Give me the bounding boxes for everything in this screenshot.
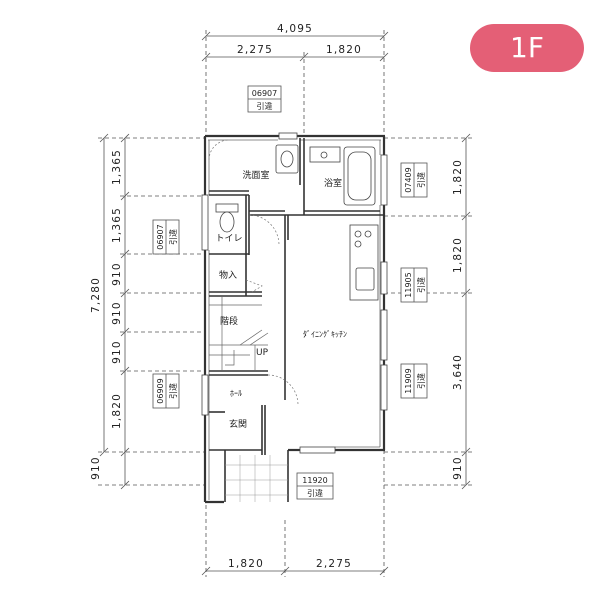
dim-right-1: 1,820 xyxy=(452,159,464,195)
tag-11909-code: 11909 xyxy=(404,368,413,393)
door-swings xyxy=(208,139,299,406)
tag-06907-left-code: 06907 xyxy=(156,224,165,249)
stair-treads xyxy=(209,296,269,371)
dim-left-7: 910 xyxy=(90,456,102,480)
entrance-hatch xyxy=(225,455,288,502)
tag-07409: 07409 引違 xyxy=(400,162,428,198)
dim-top-right: 1,820 xyxy=(326,44,362,56)
tag-11905-label: 引違 xyxy=(416,277,426,293)
tag-06907-top-label: 引違 xyxy=(257,101,273,111)
tag-11909-label: 引違 xyxy=(416,373,426,389)
tag-11920-code: 11920 xyxy=(302,476,327,485)
tag-06907-left-label: 引違 xyxy=(168,229,178,245)
room-entrance: 玄関 xyxy=(229,418,247,430)
right-dimension-lines xyxy=(384,133,472,490)
dim-bottom-right: 2,275 xyxy=(316,558,352,570)
room-bath: 浴室 xyxy=(324,177,342,189)
room-dining-kitchen: ﾀﾞｲﾆﾝｸﾞｷｯﾁﾝ xyxy=(303,330,347,339)
windows xyxy=(201,132,388,454)
tag-07409-label: 引違 xyxy=(416,172,426,188)
room-washroom: 洗面室 xyxy=(242,169,269,181)
bottom-dimension-lines xyxy=(201,450,389,577)
dim-right-2: 1,820 xyxy=(452,237,464,273)
room-hall: ﾎｰﾙ xyxy=(230,389,242,398)
tag-07409-code: 07409 xyxy=(404,167,413,192)
tag-06909-label: 引違 xyxy=(168,383,178,399)
dim-left-4: 910 xyxy=(111,301,123,325)
room-toilet: トイレ xyxy=(215,234,242,244)
dim-left-2: 1,365 xyxy=(111,207,123,243)
tag-06907-left: 06907 引違 xyxy=(152,219,180,255)
tag-11920: 11920 引違 xyxy=(296,472,334,500)
tag-11920-label: 引違 xyxy=(307,488,323,498)
dim-right-3: 3,640 xyxy=(452,354,464,390)
dim-left-1: 1,365 xyxy=(111,149,123,185)
top-dimension-lines xyxy=(201,30,389,135)
kitchen-counter xyxy=(349,224,379,301)
tag-11909: 11909 引違 xyxy=(400,363,428,399)
room-storage: 物入 xyxy=(219,269,237,281)
dim-top-total: 4,095 xyxy=(277,23,313,35)
interior-walls xyxy=(209,138,384,502)
tag-11905-code: 11905 xyxy=(404,272,413,297)
floor-badge: 1F xyxy=(470,24,584,72)
dim-right-4: 910 xyxy=(452,456,464,480)
tag-06909: 06909 引違 xyxy=(152,373,180,409)
bathtub xyxy=(309,146,376,206)
dim-bottom-left: 1,820 xyxy=(228,558,264,570)
dim-left-5: 910 xyxy=(111,340,123,364)
tag-11905: 11905 引違 xyxy=(400,267,428,303)
toilet-fixture xyxy=(215,203,239,233)
wash-basin xyxy=(275,144,299,174)
dim-top-left: 2,275 xyxy=(237,44,273,56)
dim-left-3: 910 xyxy=(111,262,123,286)
dim-left-total: 7,280 xyxy=(90,277,102,313)
dim-left-6: 1,820 xyxy=(111,393,123,429)
left-dimension-lines xyxy=(98,133,206,490)
tag-06907-top-code: 06907 xyxy=(252,89,277,98)
stairs-up-label: UP xyxy=(256,348,269,358)
tag-06909-code: 06909 xyxy=(156,378,165,403)
tag-06907-top: 06907 引違 xyxy=(247,85,282,113)
room-stairs: 階段 xyxy=(220,315,238,327)
